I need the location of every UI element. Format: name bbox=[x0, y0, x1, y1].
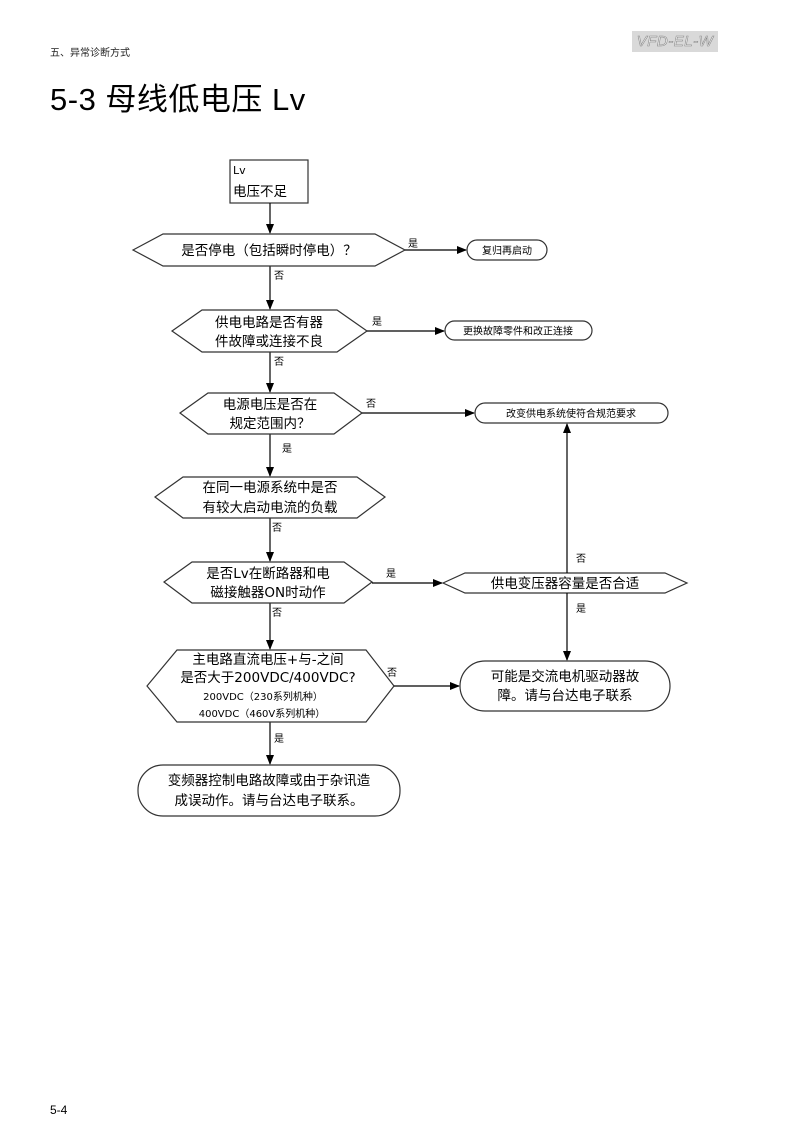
decision-supply-voltage-line2: 规定范围内？ bbox=[230, 416, 311, 432]
decision-supply-circuit: 供电电路是否有器 件故障或连接不良 bbox=[170, 309, 369, 353]
page-title: 5-3 母线低电压 Lv bbox=[50, 82, 306, 117]
edge-label-yes: 是 bbox=[386, 568, 396, 580]
decision-power-outage: 是否停电（包括瞬时停电）？ bbox=[131, 233, 407, 267]
terminal-replace-parts-text: 更换故障零件和改正连接 bbox=[463, 325, 573, 338]
decision-dc-voltage-line2: 是否大于200VDC/400VDC? bbox=[180, 670, 355, 686]
edge-label-no: 否 bbox=[366, 398, 376, 410]
decision-dc-voltage: 主电路直流电压+与-之间 是否大于200VDC/400VDC? 200VDC（2… bbox=[146, 649, 395, 723]
decision-large-load-line1: 在同一电源系统中是否 bbox=[203, 480, 338, 496]
terminal-control-fault-line1: 变频器控制电路故障或由于杂讯造 bbox=[168, 773, 371, 789]
page-number: 5-4 bbox=[50, 1103, 68, 1117]
edge-label-yes: 是 bbox=[408, 238, 418, 250]
decision-supply-voltage-line1: 电源电压是否在 bbox=[223, 397, 318, 413]
edge-label-yes: 是 bbox=[282, 443, 292, 455]
decision-supply-circuit-line1: 供电电路是否有器 bbox=[215, 315, 323, 331]
start-box bbox=[229, 159, 309, 204]
terminal-drive-fault-line1: 可能是交流电机驱动器故 bbox=[491, 668, 640, 685]
terminal-control-fault-line2: 成误动作。请与台达电子联系。 bbox=[175, 793, 364, 809]
decision-lv-on-breaker-line2: 磁接触器ON时动作 bbox=[210, 584, 325, 601]
decision-supply-voltage: 电源电压是否在 规定范围内？ bbox=[178, 392, 364, 435]
decision-large-load-line2: 有较大启动电流的负载 bbox=[203, 500, 338, 516]
terminal-control-fault: 变频器控制电路故障或由于杂讯造 成误动作。请与台达电子联系。 bbox=[137, 764, 401, 817]
decision-dc-voltage-line3: 200VDC（230系列机种） bbox=[203, 690, 323, 703]
terminal-change-supply: 改变供电系统使符合规范要求 bbox=[474, 402, 669, 424]
decision-lv-on-breaker: 是否Lv在断路器和电 磁接触器ON时动作 bbox=[162, 561, 374, 604]
decision-supply-circuit-line2: 件故障或连接不良 bbox=[215, 333, 323, 350]
start-node: Lv 电压不足 bbox=[229, 159, 309, 204]
decision-transformer: 供电变压器容量是否合适 bbox=[441, 572, 689, 594]
terminal-replace-parts: 更换故障零件和改正连接 bbox=[444, 320, 593, 341]
terminal-drive-fault-line2: 障。请与台达电子联系 bbox=[498, 688, 633, 704]
section-label: 五、异常诊断方式 bbox=[50, 48, 130, 59]
terminal-change-supply-text: 改变供电系统使符合规范要求 bbox=[506, 407, 636, 420]
decision-dc-voltage-line4: 400VDC（460V系列机种） bbox=[199, 707, 326, 720]
terminal-drive-fault: 可能是交流电机驱动器故 障。请与台达电子联系 bbox=[459, 660, 671, 712]
start-line2: 电压不足 bbox=[233, 184, 287, 200]
edge-label-no: 否 bbox=[576, 553, 586, 565]
decision-dc-voltage-line1: 主电路直流电压+与-之间 bbox=[192, 652, 343, 668]
decision-power-outage-text: 是否停电（包括瞬时停电）？ bbox=[181, 242, 357, 259]
edge-label-no: 否 bbox=[274, 270, 284, 282]
model-badge: VFD-EL-W bbox=[632, 31, 718, 52]
edge-label-yes: 是 bbox=[576, 603, 586, 615]
decision-large-load: 在同一电源系统中是否 有较大启动电流的负载 bbox=[153, 476, 387, 519]
edge-label-yes: 是 bbox=[274, 733, 284, 745]
edge-label-no: 否 bbox=[272, 607, 282, 619]
terminal-restart: 复归再启动 bbox=[466, 239, 548, 261]
decision-lv-on-breaker-line1: 是否Lv在断路器和电 bbox=[206, 566, 330, 582]
edge-label-yes: 是 bbox=[372, 316, 382, 328]
decision-transformer-text: 供电变压器容量是否合适 bbox=[491, 575, 640, 592]
edge-label-no: 否 bbox=[387, 667, 397, 679]
edge-label-no: 否 bbox=[272, 522, 282, 534]
terminal-restart-text: 复归再启动 bbox=[482, 244, 532, 257]
edge-label-no: 否 bbox=[274, 356, 284, 368]
start-line1: Lv bbox=[233, 164, 246, 177]
